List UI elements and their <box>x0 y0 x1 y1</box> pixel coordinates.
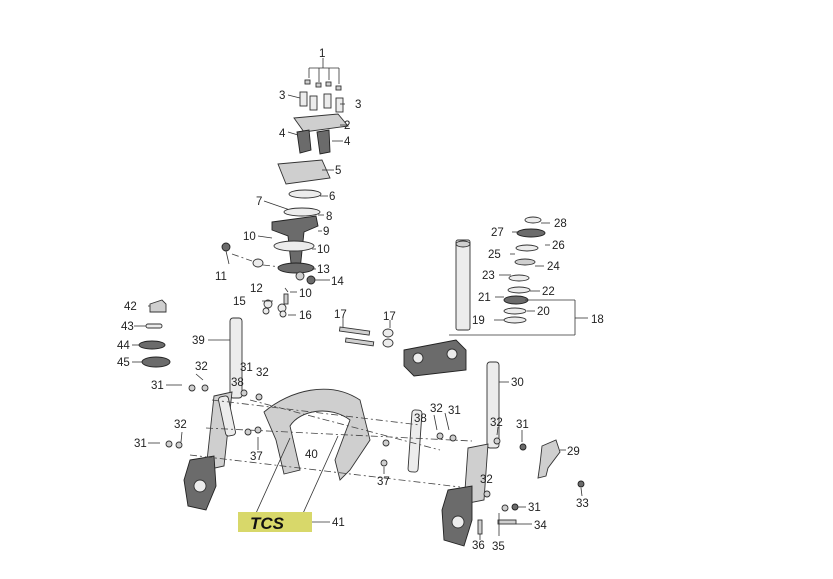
callout-32: 32 <box>174 419 187 431</box>
upper-steering-assembly <box>221 159 334 318</box>
callout-29: 29 <box>567 446 580 458</box>
callout-31: 31 <box>448 405 461 417</box>
callout-28: 28 <box>554 218 567 230</box>
callout-41: 41 <box>332 517 345 529</box>
steering-stem-assembly <box>338 216 588 377</box>
logo-leaders <box>251 435 339 523</box>
callout-7: 7 <box>256 196 262 208</box>
tcs-logo-text: TCS <box>250 514 285 533</box>
callout-10: 10 <box>243 231 256 243</box>
callout-17: 17 <box>383 311 396 323</box>
callout-37: 37 <box>377 476 390 488</box>
callout-31: 31 <box>516 419 529 431</box>
tcs-logo: TCS <box>238 512 312 533</box>
callout-8: 8 <box>326 211 332 223</box>
callout-38: 38 <box>231 377 244 389</box>
callout-23: 23 <box>482 270 495 282</box>
callout-32: 32 <box>256 367 269 379</box>
callout-labels: 1 2 3 3 4 4 5 6 7 8 9 10 10 10 11 12 13 … <box>117 48 604 553</box>
callout-21: 21 <box>478 292 491 304</box>
callout-9: 9 <box>323 226 329 238</box>
callout-13: 13 <box>317 264 330 276</box>
callout-42: 42 <box>124 301 137 313</box>
callout-36: 36 <box>472 540 485 552</box>
callout-44: 44 <box>117 340 130 352</box>
callout-3: 3 <box>279 90 285 102</box>
front-fender-assembly <box>189 388 473 488</box>
callout-14: 14 <box>331 276 344 288</box>
callout-20: 20 <box>537 306 550 318</box>
callout-38: 38 <box>414 413 427 425</box>
callout-31: 31 <box>134 438 147 450</box>
callout-3: 3 <box>355 99 361 111</box>
callout-34: 34 <box>534 520 547 532</box>
callout-18: 18 <box>591 314 604 326</box>
callout-31: 31 <box>240 362 253 374</box>
callout-5: 5 <box>335 165 341 177</box>
callout-15: 15 <box>233 296 246 308</box>
callout-12: 12 <box>250 283 263 295</box>
callout-10: 10 <box>299 288 312 300</box>
callout-25: 25 <box>488 249 501 261</box>
callout-45: 45 <box>117 357 130 369</box>
callout-43: 43 <box>121 321 134 333</box>
callout-10: 10 <box>317 244 330 256</box>
callout-22: 22 <box>542 286 555 298</box>
callout-40: 40 <box>305 449 318 461</box>
callout-27: 27 <box>491 227 504 239</box>
callout-39: 39 <box>192 335 205 347</box>
tcs-logo-background <box>238 512 312 532</box>
callout-32: 32 <box>195 361 208 373</box>
callout-31: 31 <box>528 502 541 514</box>
callout-11: 11 <box>215 271 227 283</box>
callout-33: 33 <box>576 498 589 510</box>
callout-37: 37 <box>250 451 263 463</box>
callout-32: 32 <box>490 417 503 429</box>
handlebar-clamp-assembly <box>287 58 349 155</box>
callout-32: 32 <box>480 474 493 486</box>
callout-4: 4 <box>344 136 351 148</box>
callout-32: 32 <box>430 403 443 415</box>
right-fork-assembly <box>433 361 585 547</box>
callout-30: 30 <box>511 377 524 389</box>
callout-17: 17 <box>334 309 347 321</box>
callout-19: 19 <box>472 315 485 327</box>
callout-6: 6 <box>329 191 335 203</box>
callout-31: 31 <box>151 380 164 392</box>
callout-24: 24 <box>547 261 560 273</box>
callout-2: 2 <box>344 120 350 132</box>
callout-16: 16 <box>299 310 312 322</box>
callout-1: 1 <box>319 48 325 60</box>
callout-35: 35 <box>492 541 505 553</box>
callout-26: 26 <box>552 240 565 252</box>
callout-4: 4 <box>279 128 286 140</box>
